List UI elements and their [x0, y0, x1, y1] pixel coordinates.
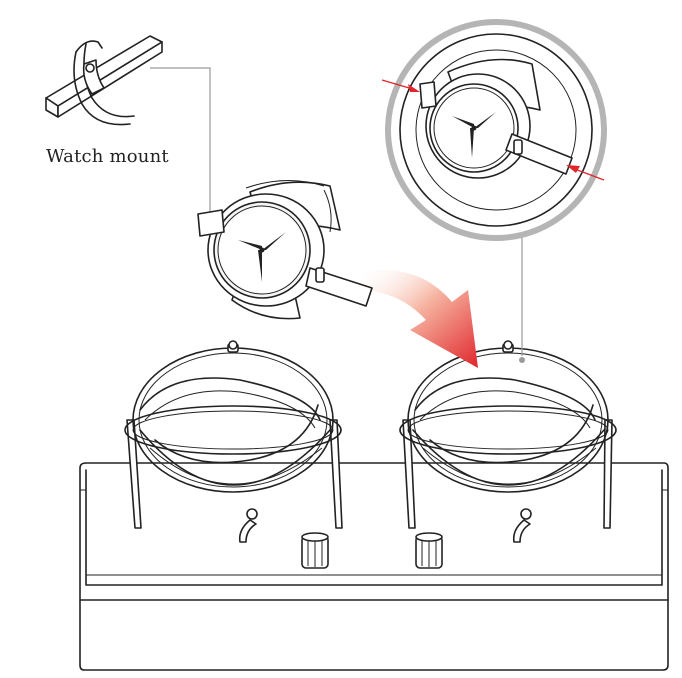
curved-arrow-icon	[362, 270, 478, 368]
watch-winder-base-icon	[79, 462, 669, 671]
watch-mount-label: Watch mount	[46, 146, 169, 167]
magnifier-detail	[381, 19, 607, 241]
knob-icon	[415, 532, 443, 569]
knob-icon	[301, 532, 329, 569]
watch-icon	[197, 179, 373, 320]
left-winder-cradle	[124, 340, 343, 543]
right-winder-cradle	[399, 340, 617, 543]
leader-lines	[150, 67, 525, 363]
watch-mount-icon	[45, 35, 163, 126]
